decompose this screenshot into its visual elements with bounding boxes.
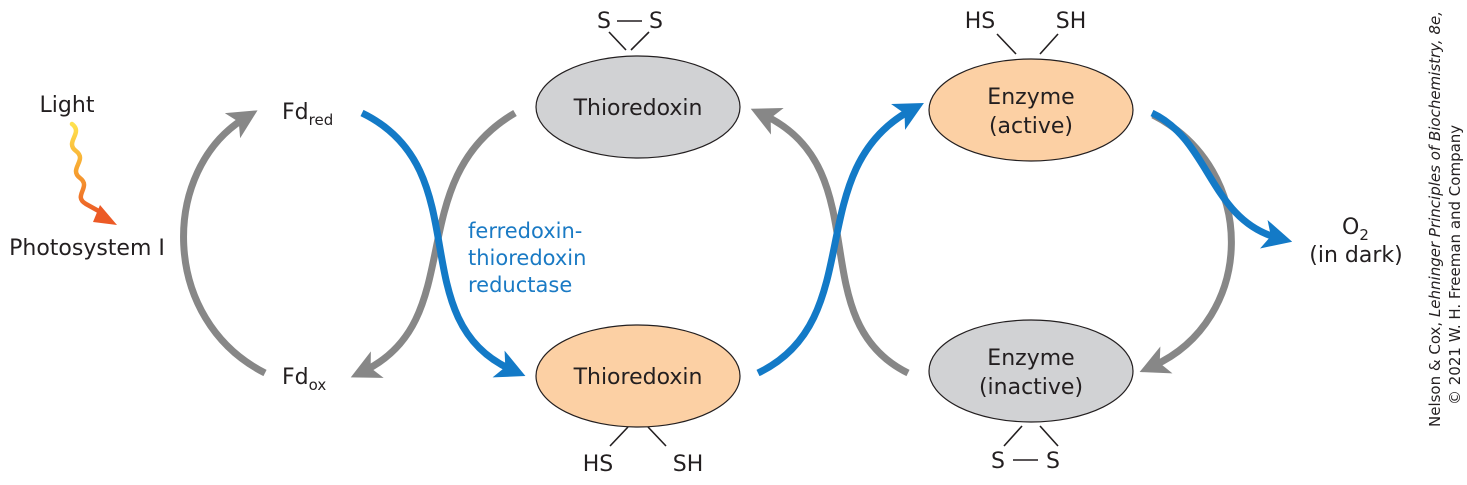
fd-ox-sub: ox [309,376,327,394]
fd-ox-main: Fd [282,365,309,390]
fd-red-label: Fdred [282,100,333,129]
oxygen-sub: 2 [1359,226,1369,244]
credit-prefix: Nelson & Cox, [1426,317,1444,427]
ftr-line-2: thioredoxin [468,246,586,270]
credit-line-2: © 2021 W. H. Freeman and Company [1446,125,1464,405]
credit-suffix: , 8e, [1426,11,1444,44]
thioredoxin-oxidized: S S Thioredoxin [535,9,741,159]
enzyme-inactive: Enzyme (inactive) S S [928,319,1134,474]
arrow-enzyme-inactivation [750,108,910,377]
enzyme-inactive-s2: S [1046,449,1060,474]
enzyme-inactive-line1: Enzyme [987,346,1074,371]
oxygen-label: O2 [1342,215,1369,244]
thioredoxin-ox-label: Thioredoxin [573,96,703,121]
ftr-line-1: ferredoxin- [468,219,582,243]
thioredoxin-red-sh1: HS [583,452,614,477]
arrow-fd-ox-to-red [180,110,267,377]
thioredoxin-red-label: Thioredoxin [573,365,703,390]
oxygen-note: (in dark) [1309,243,1402,268]
oxygen-main: O [1342,215,1359,240]
enzyme-inactive-line2: (inactive) [979,375,1083,400]
photosystem-label: Photosystem I [9,236,165,261]
fd-red-sub: red [309,111,334,129]
fd-red-main: Fd [282,100,309,125]
thioredoxin-reduced: Thioredoxin HS SH [535,324,741,477]
light-wave-icon [69,121,117,225]
arrow-enzyme-activation [756,102,924,377]
arrow-thioredoxin-oxidation [350,109,517,378]
enzyme-active-sh2: SH [1056,9,1087,34]
enzyme-active-sh1: HS [965,9,996,34]
fd-ox-label: Fdox [282,365,326,394]
thioredoxin-ox-s2: S [649,9,663,34]
ftr-line-3: reductase [468,273,572,297]
enzyme-active-line1: Enzyme [987,85,1074,110]
credit-title: Lehninger Principles of Biochemistry [1426,42,1444,317]
ftr-label: ferredoxin- thioredoxin reductase [468,219,586,297]
enzyme-active: HS SH Enzyme (active) [928,9,1134,162]
thioredoxin-red-sh2: SH [673,452,704,477]
credit-line-1: Nelson & Cox, Lehninger Principles of Bi… [1426,11,1444,427]
arrow-ftr-reduction [360,109,526,378]
credit: Nelson & Cox, Lehninger Principles of Bi… [1426,11,1464,427]
arrow-oxygen [1150,109,1293,249]
enzyme-inactive-s1: S [991,449,1005,474]
enzyme-active-line2: (active) [989,114,1073,139]
light-label: Light [40,93,95,118]
thioredoxin-ox-s1: S [597,9,611,34]
